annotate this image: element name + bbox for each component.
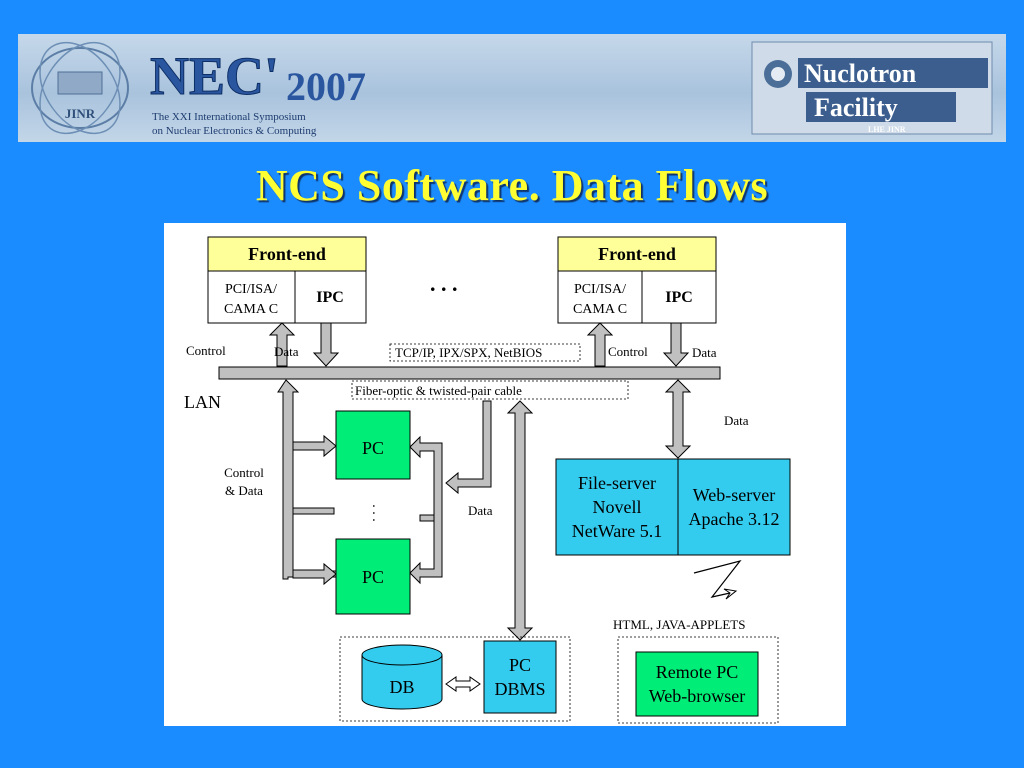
- pc-top-box: [335, 410, 411, 480]
- lan-bar: [218, 366, 721, 380]
- data-flow-diagram: Front-end PCI/ISA/ CAMA C IPC Front-end …: [184, 236, 791, 724]
- pc-dots: . . .: [369, 504, 384, 522]
- pc-bottom-box: [335, 538, 411, 615]
- nuclotron-logo-line1: Nuclotron: [804, 59, 917, 88]
- banner-graphic: JINR NEC' 2007 The XXI International Sym…: [31, 41, 993, 137]
- arrow-to-pc-top: [292, 434, 337, 458]
- lightning-link: [693, 559, 742, 598]
- lan-label: LAN: [184, 392, 221, 412]
- frontend-left: [207, 236, 367, 324]
- header-banner: JINR NEC' 2007 The XXI International Sym…: [18, 34, 1006, 142]
- arrow-to-pc-bottom: [292, 562, 337, 586]
- lightning-arrowhead: [723, 588, 738, 600]
- webserver-line-1: Web-server: [693, 485, 776, 505]
- fileserver-line-2: Novell: [593, 497, 642, 517]
- webserver-line-2: Apache 3.12: [689, 509, 780, 529]
- remote-pc-line-1: Remote PC: [656, 662, 739, 682]
- db-group-box: [339, 636, 571, 722]
- remote-pc-line-2: Web-browser: [649, 686, 746, 706]
- fileserver-line-1: File-server: [578, 473, 656, 493]
- control-label-left: Control: [186, 343, 226, 358]
- data-label-right: Data: [692, 345, 717, 360]
- pc-dbms-line-2: DBMS: [494, 679, 545, 699]
- data-down-arrow-right: [662, 322, 690, 367]
- arrow-to-pc-middle: [292, 507, 335, 515]
- frontend-right-header: Front-end: [598, 244, 676, 264]
- nuclotron-logo-sub: LHE JINR: [868, 125, 906, 134]
- cable-data-arrow: [445, 400, 492, 495]
- protocols-label: TCP/IP, IPX/SPX, NetBIOS: [395, 345, 542, 360]
- page-title: NCS Software. Data Flows: [255, 161, 769, 210]
- control-label-right: Control: [608, 344, 648, 359]
- db-dbms-arrow: [445, 676, 481, 692]
- diagram-panel: Front-end PCI/ISA/ CAMA C IPC Front-end …: [164, 223, 846, 726]
- control-data-label-2: & Data: [225, 483, 263, 498]
- cable-label: Fiber-optic & twisted-pair cable: [355, 383, 522, 398]
- remote-pc-box: [635, 651, 759, 717]
- conference-subtitle-1: The XXI International Symposium: [152, 111, 306, 123]
- frontend-left-bus-1: PCI/ISA/: [225, 282, 277, 297]
- data-down-arrow-left: [312, 322, 340, 367]
- nuclotron-logo: Nuclotron Facility LHE JINR: [751, 41, 993, 135]
- pc-dbms-line-1: PC: [509, 655, 531, 675]
- remote-group-box: [617, 636, 779, 724]
- nuclotron-logo-line2: Facility: [814, 93, 898, 122]
- jinr-logo-text: JINR: [65, 106, 96, 121]
- frontend-left-ipc: IPC: [316, 289, 344, 306]
- frontend-left-bus-2: CAMA C: [224, 302, 278, 317]
- pc-bottom-label: PC: [362, 567, 384, 587]
- control-up-arrow-left: [268, 322, 296, 367]
- protocols-box: [389, 343, 581, 362]
- data-label-left: Data: [274, 344, 299, 359]
- frontend-right-bus-2: CAMA C: [573, 302, 627, 317]
- lan-server-arrow: [664, 379, 692, 459]
- conference-year: 2007: [286, 64, 366, 109]
- pc-top-label: PC: [362, 438, 384, 458]
- fileserver-line-3: NetWare 5.1: [572, 521, 663, 541]
- db-label: DB: [389, 677, 414, 697]
- control-up-arrow-right: [586, 322, 614, 367]
- pc-data-loop-mid: [419, 514, 435, 522]
- cable-box: [351, 380, 629, 400]
- frontend-right-ipc: IPC: [665, 289, 693, 306]
- pc-data-loop: [409, 435, 443, 585]
- frontend-left-header: Front-end: [248, 244, 326, 264]
- jinr-logo: JINR: [31, 41, 129, 135]
- conference-subtitle-2: on Nuclear Electronics & Computing: [152, 125, 317, 137]
- db-cylinder: [361, 644, 443, 710]
- frontend-right-bus-1: PCI/ISA/: [574, 282, 626, 297]
- html-applets-label: HTML, JAVA-APPLETS: [613, 617, 745, 632]
- frontends-ellipsis: . . .: [430, 271, 458, 296]
- webserver-box: [677, 458, 791, 556]
- conference-name: NEC': [150, 46, 279, 106]
- frontend-right: [557, 236, 717, 324]
- lan-db-arrow: [506, 400, 534, 641]
- pc-dbms-box: [483, 640, 557, 714]
- fileserver-box: [555, 458, 679, 556]
- data-label-server: Data: [724, 413, 749, 428]
- control-data-loop: [277, 379, 337, 583]
- control-data-label-1: Control: [224, 465, 264, 480]
- data-label-middle: Data: [468, 503, 493, 518]
